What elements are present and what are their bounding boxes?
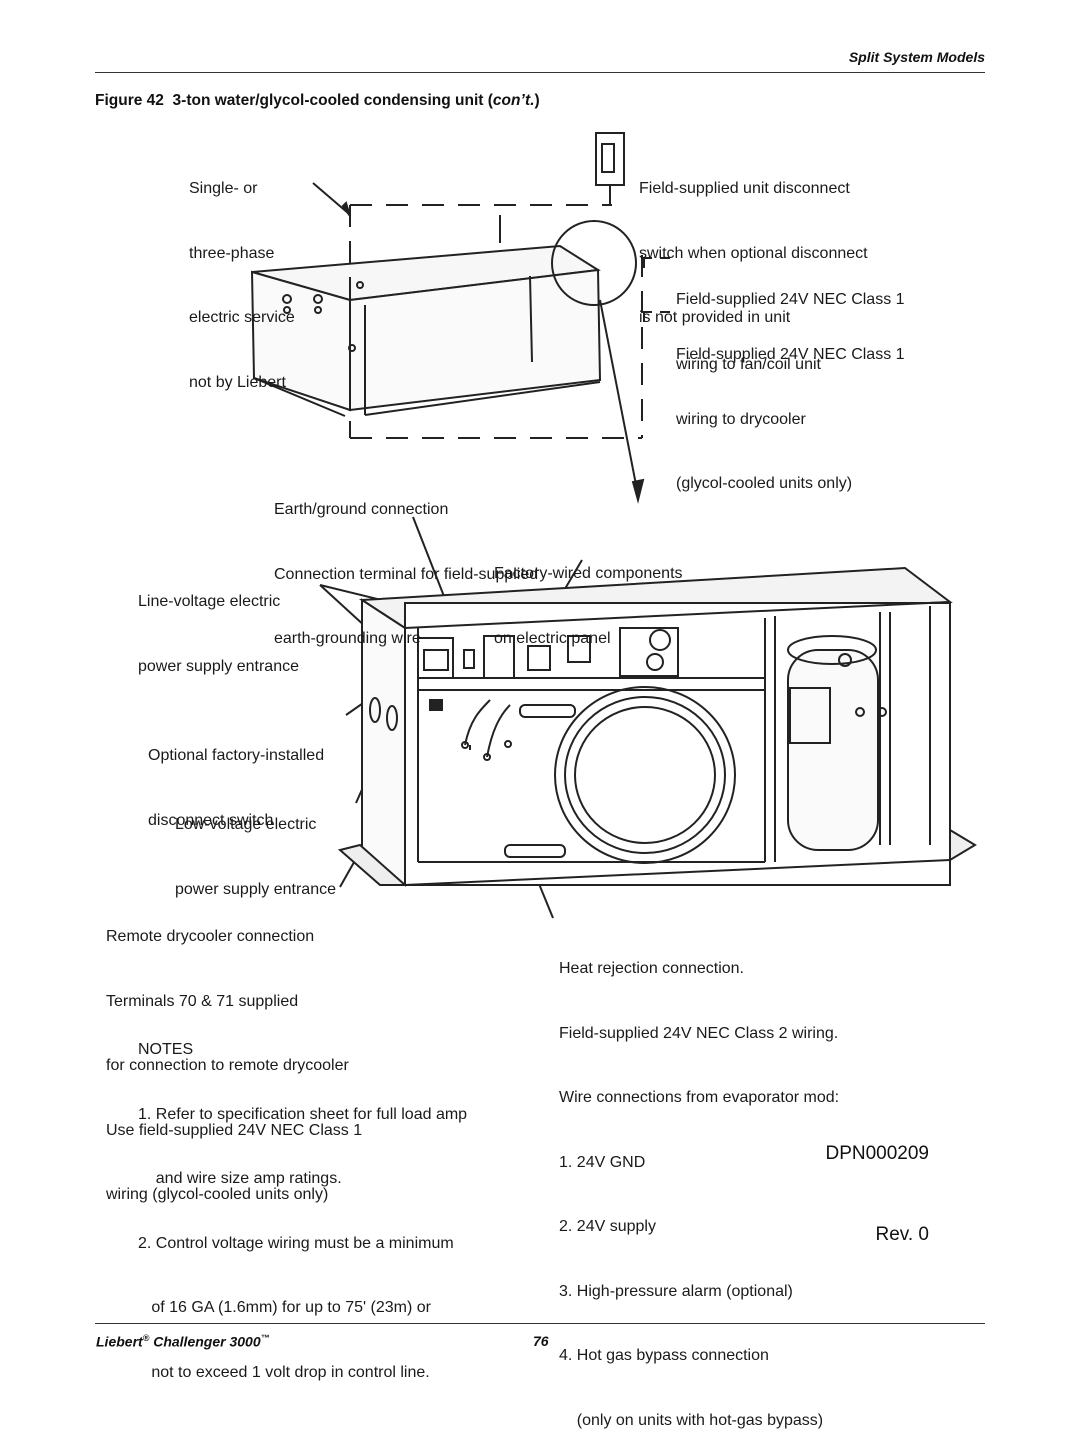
label-line: 1. 24V GND xyxy=(559,1153,646,1171)
label-line: (only on units with hot-gas bypass) xyxy=(559,1411,824,1429)
page-number: 76 xyxy=(533,1333,549,1349)
lower-unit-drawing xyxy=(337,566,977,887)
label-disconnect-field: Field-supplied unit disconnect switch wh… xyxy=(639,135,868,350)
footer-product: Challenger 3000 xyxy=(149,1333,261,1350)
figure-number: Figure 42 xyxy=(95,92,164,109)
label-single-phase: Single- or three-phase electric service … xyxy=(189,135,295,415)
footer-brand: Liebert® Challenger 3000™ xyxy=(96,1333,270,1350)
label-line: earth-grounding wire xyxy=(274,630,421,647)
label-line: not by Liebert xyxy=(189,373,286,391)
label-line: disconnect switch xyxy=(148,811,274,829)
footer-rule xyxy=(95,1323,985,1324)
label-line: Earth/ground connection xyxy=(274,501,449,518)
upper-unit-drawing xyxy=(250,244,602,417)
label-line: three-phase xyxy=(189,244,275,262)
label-factory-wired: Factory-wired components on electric pan… xyxy=(494,520,683,671)
label-line: (glycol-cooled units only) xyxy=(676,475,853,492)
label-line: Field-supplied 24V NEC Class 1 xyxy=(676,291,905,308)
label-line: wiring to fan/coil unit xyxy=(676,355,821,373)
label-earth: Earth/ground connection Connection termi… xyxy=(274,456,538,671)
label-line: power supply entrance xyxy=(138,657,299,675)
label-line: Line-voltage electric xyxy=(138,593,281,610)
note-line: of 16 GA (1.6mm) for up to 75' (23m) or xyxy=(138,1299,431,1316)
note-line: 2. Control voltage wiring must be a mini… xyxy=(138,1234,454,1252)
condensing-unit-diagram xyxy=(250,132,977,919)
label-line: wiring (glycol-cooled units only) xyxy=(106,1186,329,1203)
label-optional-disconnect: Optional factory-installed disconnect sw… xyxy=(148,702,324,853)
label-line: electric service xyxy=(189,309,295,326)
label-line: Use field-supplied 24V NEC Class 1 xyxy=(106,1121,363,1139)
label-line: 3. High-pressure alarm (optional) xyxy=(559,1282,793,1300)
label-line: wiring to drycooler xyxy=(676,410,806,428)
label-heat-rejection: Heat rejection connection. Field-supplie… xyxy=(559,915,839,1453)
revision: Rev. 0 xyxy=(875,1224,929,1245)
dpn-number: DPN000209 xyxy=(825,1143,929,1164)
label-line: switch when optional disconnect xyxy=(639,244,868,262)
label-low-voltage: Low-voltage electric power supply entran… xyxy=(175,771,336,922)
footer-brand-name: Liebert xyxy=(96,1333,143,1350)
note-line: 1. Refer to specification sheet for full… xyxy=(138,1105,468,1123)
figure-caption: Figure 42 3-ton water/glycol-cooled cond… xyxy=(95,92,540,110)
label-line: Field-supplied unit disconnect xyxy=(639,180,850,197)
label-line: Terminals 70 & 71 supplied xyxy=(106,992,299,1010)
label-wiring-fan: Field-supplied 24V NEC Class 1 wiring to… xyxy=(676,246,905,397)
label-line-voltage: Line-voltage electric power supply entra… xyxy=(138,548,299,699)
figure-title: 3-ton water/glycol-cooled condensing uni… xyxy=(172,92,493,109)
label-line: Optional factory-installed xyxy=(148,747,325,764)
label-line: for connection to remote drycooler xyxy=(106,1057,349,1074)
label-line: Heat rejection connection. xyxy=(559,960,744,977)
notes-block: NOTES 1. Refer to specification sheet fo… xyxy=(138,996,467,1405)
label-line: Factory-wired components xyxy=(494,565,683,582)
label-line: Low-voltage electric xyxy=(175,816,317,833)
label-line: 2. 24V supply xyxy=(559,1218,656,1235)
label-line: Wire connections from evaporator mod: xyxy=(559,1089,840,1106)
header-rule xyxy=(95,72,985,73)
label-line: Connection terminal for field-supplied xyxy=(274,565,539,583)
label-line: is not provided in unit xyxy=(639,309,791,326)
registered-mark: ® xyxy=(142,1333,150,1343)
label-remote-drycooler: Remote drycooler connection Terminals 70… xyxy=(106,883,362,1227)
label-line: power supply entrance xyxy=(175,880,336,898)
label-line: 4. Hot gas bypass connection xyxy=(559,1347,769,1364)
label-line: on electric panel xyxy=(494,629,611,647)
section-header: Split System Models xyxy=(848,49,985,65)
disconnect-box xyxy=(595,132,625,186)
drawing-number: DPN000209 Rev. 0 xyxy=(825,1086,929,1275)
figure-title-italic: con’t. xyxy=(492,92,535,109)
notes-heading: NOTES xyxy=(138,1041,194,1058)
note-line: not to exceed 1 volt drop in control lin… xyxy=(138,1363,430,1381)
dashed-boundary xyxy=(349,204,643,439)
trademark: ™ xyxy=(260,1333,270,1343)
label-line: Remote drycooler connection xyxy=(106,928,315,945)
label-line: Field-supplied 24V NEC Class 1 xyxy=(676,346,905,363)
label-line: Field-supplied 24V NEC Class 2 wiring. xyxy=(559,1024,839,1042)
label-wiring-drycooler: Field-supplied 24V NEC Class 1 wiring to… xyxy=(676,301,905,516)
note-line: and wire size amp ratings. xyxy=(138,1170,342,1187)
figure-title-end: ) xyxy=(534,92,540,109)
label-line: Single- or xyxy=(189,180,258,197)
